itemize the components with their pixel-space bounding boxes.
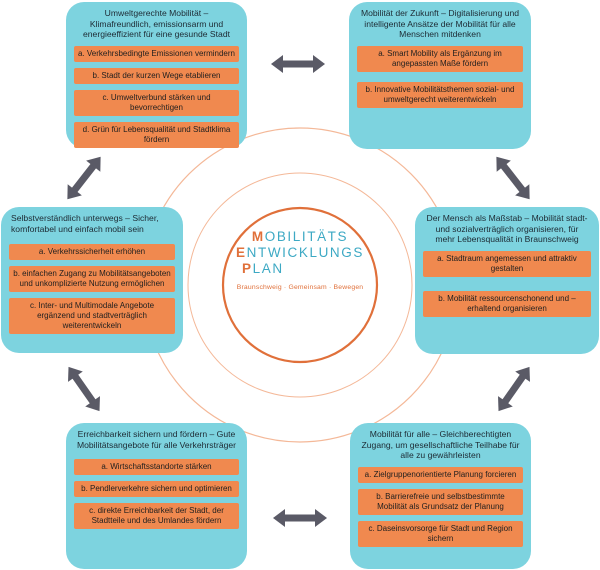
box-mobilitaet-der-zukunft: Mobilität der Zukunft – Digitalisierung … bbox=[349, 2, 531, 149]
goal-item: b. Barrierefreie und selbstbestimmte Mob… bbox=[358, 488, 523, 515]
goal-item: d. Grün für Lebensqualität und Stadtklim… bbox=[74, 121, 239, 148]
box-selbstverstaendlich-unterwegs: Selbstverständlich unterwegs – Sicher, k… bbox=[1, 207, 183, 353]
box-title: Umweltgerechte Mobilität – Klimafreundli… bbox=[83, 8, 230, 40]
logo-tagline: Braunschweig · Gemeinsam · Bewegen bbox=[236, 284, 364, 291]
box-title: Der Mensch als Maßstab – Mobilität stadt… bbox=[426, 213, 588, 245]
box-umweltgerechte-mobilitaet: Umweltgerechte Mobilität – Klimafreundli… bbox=[66, 2, 247, 148]
mobilitaetsplan-logo: MOBILITÄTS ENTWICKLUNGS PLAN Braunschwei… bbox=[224, 229, 376, 341]
goal-item: b. einfachen Zugang zu Mobilitätsangebot… bbox=[9, 266, 175, 293]
goal-item: c. direkte Erreichbarkeit der Stadt, der… bbox=[74, 503, 239, 530]
goal-item: b. Pendlerverkehre sichern und optimiere… bbox=[74, 481, 239, 498]
goal-item: a. Smart Mobility als Ergänzung im angep… bbox=[357, 45, 523, 72]
goal-item: a. Wirtschaftsstandorte stärken bbox=[74, 459, 239, 476]
box-mensch-als-massstab: Der Mensch als Maßstab – Mobilität stadt… bbox=[415, 207, 599, 354]
goal-item: b. Innovative Mobilitätsthemen sozial- u… bbox=[357, 81, 523, 108]
box-title: Erreichbarkeit sichern und fördern – Gut… bbox=[76, 429, 237, 450]
logo-line-3: PLAN bbox=[242, 261, 284, 276]
goal-item: a. Verkehrssicherheit erhöhen bbox=[9, 244, 175, 261]
logo-line-2: ENTWICKLUNGS bbox=[236, 245, 364, 260]
goal-item: a. Verkehrsbedingte Emissionen verminder… bbox=[74, 45, 239, 62]
box-title: Mobilität der Zukunft – Digitalisierung … bbox=[360, 8, 520, 40]
box-title: Selbstverständlich unterwegs – Sicher, k… bbox=[11, 213, 159, 234]
goal-item: c. Inter- und Multimodale Angebote ergän… bbox=[9, 298, 175, 335]
goal-item: b. Stadt der kurzen Wege etablieren bbox=[74, 67, 239, 84]
goal-item: a. Stadtraum angemessen und attraktiv ge… bbox=[423, 250, 591, 277]
goal-item: b. Mobilität ressourcenschonend und – er… bbox=[423, 290, 591, 317]
goal-item: c. Daseinsvorsorge für Stadt und Region … bbox=[358, 520, 523, 547]
box-erreichbarkeit: Erreichbarkeit sichern und fördern – Gut… bbox=[66, 423, 247, 569]
inner-ring bbox=[221, 206, 379, 364]
goal-item: c. Umweltverbund stärken und bevorrechti… bbox=[74, 89, 239, 116]
goal-item: a. Zielgruppenorientierte Planung forcie… bbox=[358, 466, 523, 483]
box-title: Mobilität für alle – Gleichberechtigten … bbox=[361, 429, 520, 461]
box-mobilitaet-fuer-alle: Mobilität für alle – Gleichberechtigten … bbox=[350, 423, 531, 569]
logo-line-1: MOBILITÄTS bbox=[251, 229, 349, 244]
middle-ring bbox=[187, 172, 413, 398]
